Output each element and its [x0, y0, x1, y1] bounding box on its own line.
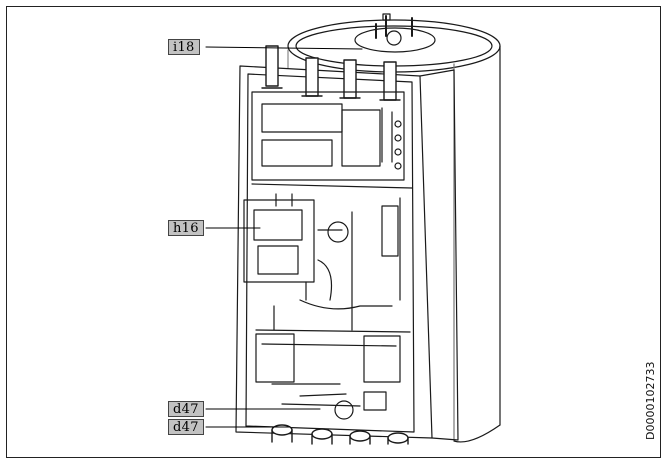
callout-h16: h16 — [168, 220, 204, 236]
figure-frame — [6, 6, 661, 458]
callout-i18: i18 — [168, 39, 200, 55]
cylinder-tank — [287, 13, 501, 443]
callout-d47-lower: d47 — [168, 419, 204, 435]
callout-leaders — [205, 46, 363, 428]
front-casing — [235, 45, 459, 445]
callout-d47-upper: d47 — [168, 401, 204, 417]
document-id: D0000102733 — [644, 361, 657, 440]
